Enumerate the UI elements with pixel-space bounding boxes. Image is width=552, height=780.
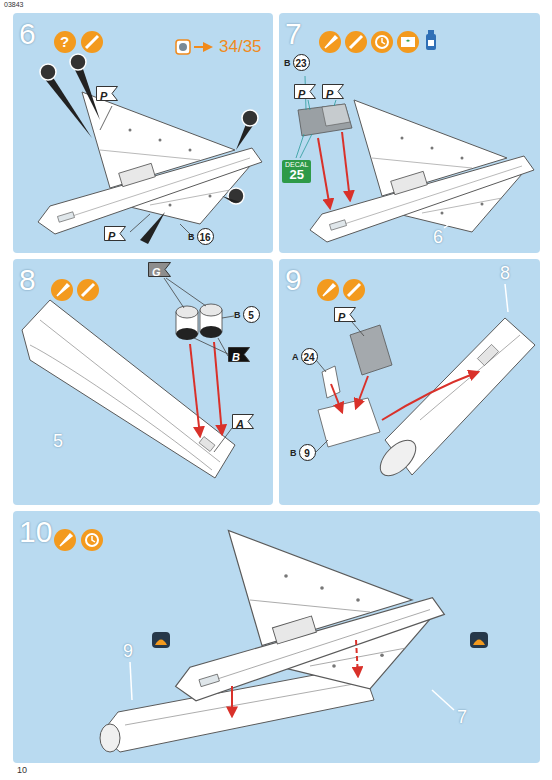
paint-flag: P — [104, 226, 126, 241]
leader-line — [130, 662, 454, 710]
part-number-circle: A24 — [292, 348, 318, 365]
paint-flag: A — [232, 414, 254, 429]
step-number: 6 — [19, 17, 36, 51]
part-number-circle: B5 — [234, 306, 260, 323]
fuselage-half — [22, 300, 235, 478]
decal-badge: DECAL25 — [282, 160, 311, 183]
step-panel: B23P P DECAL25 7 — [279, 13, 540, 253]
paint-code: P — [334, 310, 345, 325]
step-number: 10 — [19, 515, 52, 549]
part-number: 16 — [197, 228, 214, 245]
assembly-arrow — [318, 132, 350, 208]
decal-number: 25 — [289, 168, 303, 182]
paint-code: P — [96, 89, 107, 104]
step-panel: GB5BA8 — [13, 259, 273, 505]
paint-flag: P — [334, 307, 356, 322]
paint-flag: G — [148, 262, 171, 277]
part-number: 24 — [301, 348, 318, 365]
subassembly-number: 6 — [433, 228, 443, 248]
sprue-letter: B — [234, 310, 241, 320]
subassembly-number: 7 — [457, 708, 467, 728]
leader-line — [164, 278, 234, 452]
catalog-number: 03843 — [4, 1, 23, 9]
paint-code: P — [294, 87, 305, 102]
subassembly-number: 5 — [53, 432, 63, 452]
step-panel — [13, 13, 540, 763]
leader-line — [296, 76, 452, 228]
part-number: 5 — [243, 306, 260, 323]
subassembly-number: 8 — [500, 264, 510, 284]
paint-flag: P — [322, 84, 344, 99]
small-parts — [318, 325, 392, 447]
paint-flag: P — [96, 86, 118, 101]
step-number: 8 — [19, 263, 36, 297]
subassembly-number: 9 — [123, 642, 133, 662]
sprue-letter: A — [292, 352, 299, 362]
part-number-circle: B16 — [188, 228, 214, 245]
paint-page-ref: 34/35 — [219, 38, 262, 57]
paint-pin-icon — [40, 54, 258, 244]
leader-line — [100, 106, 192, 236]
leader-line — [316, 284, 508, 452]
part-number-circle: B9 — [290, 444, 316, 461]
sprue-letter: B — [188, 232, 195, 242]
page-number: 10 — [17, 766, 27, 776]
paint-flag: P — [294, 84, 316, 99]
paint-code: B — [228, 350, 240, 365]
paint-code: A — [232, 417, 244, 432]
step-number: 7 — [285, 17, 302, 51]
part-number-circle: B23 — [284, 54, 310, 71]
paint-reference — [176, 40, 211, 54]
assembly-arrow — [232, 640, 358, 716]
sprue-letter: B — [290, 448, 297, 458]
sprue-letter: B — [284, 58, 291, 68]
paint-code: P — [104, 229, 115, 244]
part-number: 23 — [293, 54, 310, 71]
glue-icon — [152, 632, 488, 648]
assembly-arrow — [331, 372, 478, 420]
paint-code: G — [148, 265, 161, 280]
wing-assembly — [176, 530, 445, 700]
step-number: 9 — [285, 263, 302, 297]
fuselage-rear — [374, 318, 535, 482]
decal-word: DECAL — [285, 161, 308, 168]
lower-fuselage-part — [38, 92, 262, 234]
part-number: 9 — [299, 444, 316, 461]
step-panel: A24PB99 — [279, 259, 540, 505]
lower-fuselage-part — [310, 100, 534, 242]
nozzle-part — [176, 304, 222, 340]
help-symbol: ? — [60, 34, 69, 51]
paint-code: P — [322, 87, 333, 102]
assembly-arrow — [190, 342, 222, 436]
paint-flag: B — [228, 347, 250, 362]
